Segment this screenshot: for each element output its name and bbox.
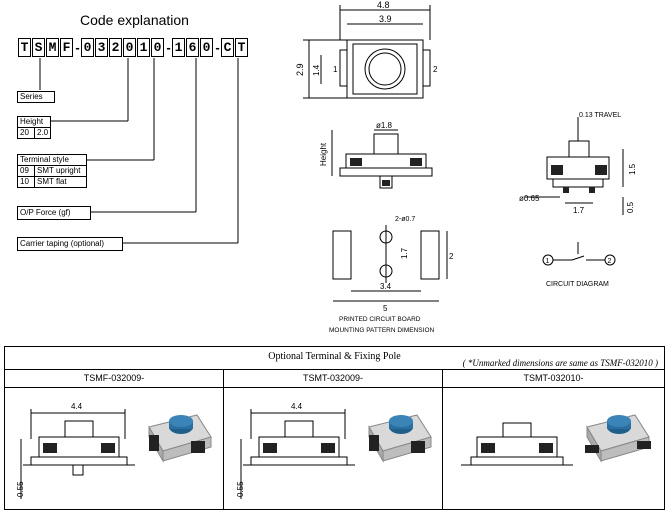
- carrier-box: Carrier taping (optional): [17, 237, 123, 251]
- code-char: 0: [123, 37, 136, 57]
- code-separator: -: [166, 39, 171, 55]
- code-char: 1: [172, 37, 185, 57]
- pcb-caption-2: MOUNTING PATTERN DIMENSION: [329, 327, 435, 334]
- code-char: 2: [109, 37, 122, 57]
- code-char: M: [46, 37, 59, 57]
- code-char: 1: [137, 37, 150, 57]
- top-width-outer: 4.8: [377, 0, 390, 10]
- col-2-width: 4.4: [291, 402, 303, 411]
- terminal-style-box: Terminal style 09 SMT upright 10 SMT fla…: [17, 154, 87, 188]
- pcb-pitch: 1.7: [400, 247, 409, 259]
- code-explanation-title: Code explanation: [80, 12, 189, 28]
- top-view-drawing: 4.8 3.9 2.9 1.4 1 2: [295, 0, 438, 99]
- travel-base: 0.5: [626, 201, 635, 213]
- code-connectors: [39, 58, 239, 244]
- code-char: 0: [81, 37, 94, 57]
- pcb-outer: 5: [383, 304, 388, 313]
- col-1-height: 0.55: [16, 481, 25, 497]
- height-box: Height 20 2.0: [17, 116, 51, 139]
- col-1-drawing: 4.4 0.55: [16, 402, 135, 499]
- col-2-title: TSMT-032009-: [224, 370, 442, 388]
- top-inner-h: 1.4: [312, 64, 321, 76]
- side-view-drawing: ø1.8 Height: [319, 121, 433, 189]
- code-char: T: [18, 37, 31, 57]
- col-1-title: TSMF-032009-: [5, 370, 223, 388]
- optional-terminal-table: Optional Terminal & Fixing Pole ( *Unmar…: [4, 346, 665, 510]
- table-note: ( *Unmarked dimensions are same as TSMF-…: [462, 358, 658, 368]
- code-separator: -: [215, 39, 220, 55]
- travel-w: 1.7: [573, 206, 585, 215]
- circuit-node-2: 2: [608, 258, 612, 265]
- op-force-box: O/P Force (gf): [17, 206, 91, 220]
- terminal-style-label: Terminal style: [18, 155, 86, 166]
- col-3-photo: [585, 414, 651, 463]
- terminal-code-1: 09: [18, 166, 35, 176]
- col-3-title: TSMT-032010-: [443, 370, 664, 388]
- pcb-pad-h: 2: [449, 252, 454, 261]
- height-label: Height: [18, 117, 50, 128]
- code-char: 6: [186, 37, 199, 57]
- pcb-inner: 3.4: [380, 282, 392, 291]
- terminal-value-2: SMT flat: [37, 177, 67, 186]
- circuit-caption: CIRCUIT DIAGRAM: [546, 281, 609, 288]
- col-2-photo: [368, 414, 432, 463]
- pcb-pattern-drawing: 2-ø0.7 1.7 2 3.4 5 PRINTED CIRCUIT BOARD…: [329, 216, 454, 334]
- travel-view-drawing: 0.13 TRAVEL 1.5 0.5 1.7 ø0.65: [519, 112, 637, 215]
- code-char: 0: [200, 37, 213, 57]
- series-label: Series: [20, 92, 43, 101]
- code-char: 3: [95, 37, 108, 57]
- col-1-width: 4.4: [71, 402, 83, 411]
- side-height-label: Height: [319, 142, 328, 166]
- side-diameter: ø1.8: [376, 121, 393, 130]
- code-char: S: [32, 37, 45, 57]
- col-3-drawing: [461, 422, 573, 466]
- op-force-label: O/P Force (gf): [20, 208, 71, 217]
- col-divider-2: [442, 370, 443, 509]
- top-width-inner: 3.9: [379, 14, 392, 24]
- col-divider-1: [223, 370, 224, 509]
- table-caption-row: Optional Terminal & Fixing Pole ( *Unmar…: [5, 347, 664, 370]
- travel-pin-d: ø0.65: [519, 194, 540, 203]
- pcb-holes: 2-ø0.7: [395, 216, 415, 223]
- travel-h: 1.5: [628, 163, 637, 175]
- carrier-label: Carrier taping (optional): [20, 239, 105, 248]
- terminal-value-1: SMT upright: [37, 166, 81, 175]
- table-caption: Optional Terminal & Fixing Pole: [268, 351, 401, 362]
- circuit-diagram: 1 2 CIRCUIT DIAGRAM: [542, 242, 616, 288]
- terminal-code-2: 10: [18, 177, 35, 187]
- top-pin1: 1: [333, 65, 338, 74]
- top-pin2: 2: [433, 65, 438, 74]
- code-char: F: [60, 37, 73, 57]
- code-char: T: [235, 37, 248, 57]
- col-1-photo: [148, 414, 212, 463]
- height-code: 20: [18, 128, 35, 138]
- code-char: 0: [151, 37, 164, 57]
- travel-label: 0.13 TRAVEL: [579, 112, 621, 119]
- height-value: 2.0: [37, 128, 49, 137]
- circuit-node-1: 1: [546, 258, 550, 265]
- series-box: Series: [17, 91, 55, 103]
- pcb-caption-1: PRINTED CIRCUIT BOARD: [339, 316, 421, 323]
- code-char: C: [221, 37, 234, 57]
- code-separator: -: [75, 39, 80, 55]
- top-height: 2.9: [295, 63, 305, 76]
- col-2-height: 0.55: [236, 481, 245, 497]
- col-2-drawing: 4.4 0.55: [236, 402, 355, 499]
